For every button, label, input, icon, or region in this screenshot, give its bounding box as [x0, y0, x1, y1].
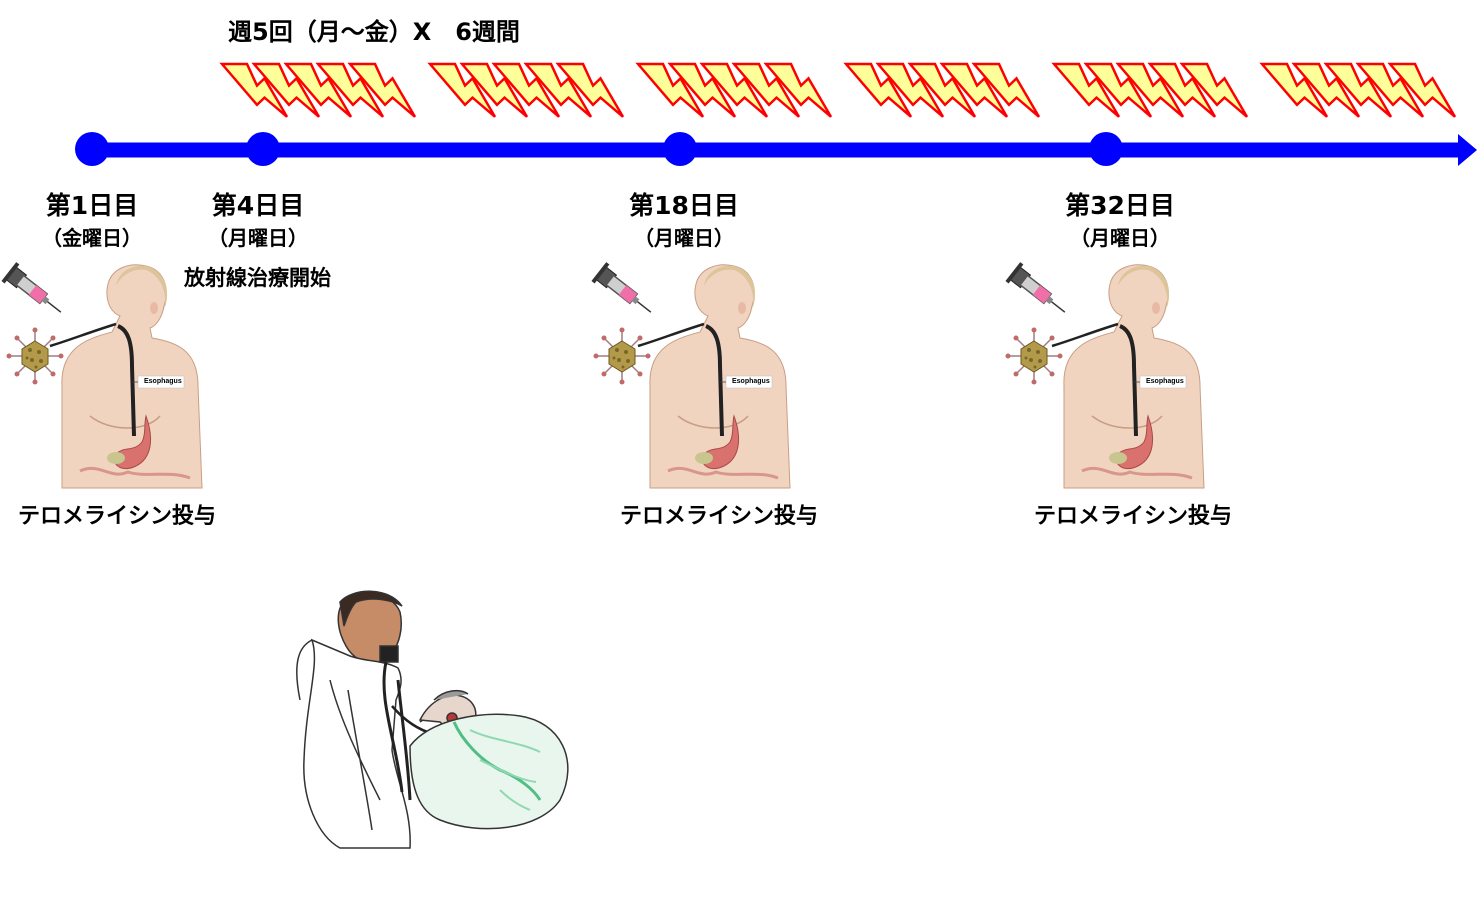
milestone-marker-day1 — [75, 132, 109, 166]
virus-icon — [5, 326, 65, 386]
schedule-title: 週5回（月～金）X 6週間 — [228, 18, 520, 46]
virus-icon — [592, 326, 652, 386]
administration-illustration-day32 — [1004, 261, 1206, 490]
administration-illustration-day1 — [0, 261, 204, 490]
torso-illustration — [1050, 262, 1206, 490]
milestone-day-label-32: 第32日目 — [1065, 191, 1175, 220]
syringe-icon — [0, 261, 69, 323]
administration-label-day32: テロメライシン投与 — [1034, 504, 1233, 529]
syringe-icon — [1004, 261, 1073, 323]
milestone-weekday-label-1: （金曜日） — [42, 226, 142, 250]
esophagus-label-3: Esophagus — [1146, 378, 1184, 385]
torso-illustration — [48, 262, 204, 490]
administration-label-day18: テロメライシン投与 — [620, 504, 819, 529]
milestone-day-label-4: 第4日目 — [211, 191, 305, 220]
radiation-start-label: 放射線治療開始 — [184, 266, 331, 290]
torso-illustration — [636, 262, 792, 490]
timeline — [75, 132, 1477, 166]
milestone-marker-day32 — [1089, 132, 1123, 166]
milestone-weekday-label-4: （月曜日） — [208, 226, 308, 250]
milestone-marker-day4 — [246, 132, 280, 166]
milestone-weekday-label-32: （月曜日） — [1070, 226, 1170, 250]
timeline-arrowhead — [1458, 134, 1477, 166]
syringe-icon — [590, 261, 659, 323]
administration-illustration-day18 — [590, 261, 792, 490]
esophagus-label-1: Esophagus — [144, 378, 182, 385]
milestone-day-label-18: 第18日目 — [629, 191, 739, 220]
milestone-weekday-label-18: （月曜日） — [634, 226, 734, 250]
milestone-day-label-1: 第1日目 — [45, 191, 139, 220]
administration-label-day1: テロメライシン投与 — [18, 504, 217, 529]
milestone-marker-day18 — [663, 132, 697, 166]
virus-icon — [1004, 326, 1064, 386]
endoscopy-illustration — [296, 590, 569, 849]
radiation-bolts — [220, 62, 1457, 119]
esophagus-label-2: Esophagus — [732, 378, 770, 385]
